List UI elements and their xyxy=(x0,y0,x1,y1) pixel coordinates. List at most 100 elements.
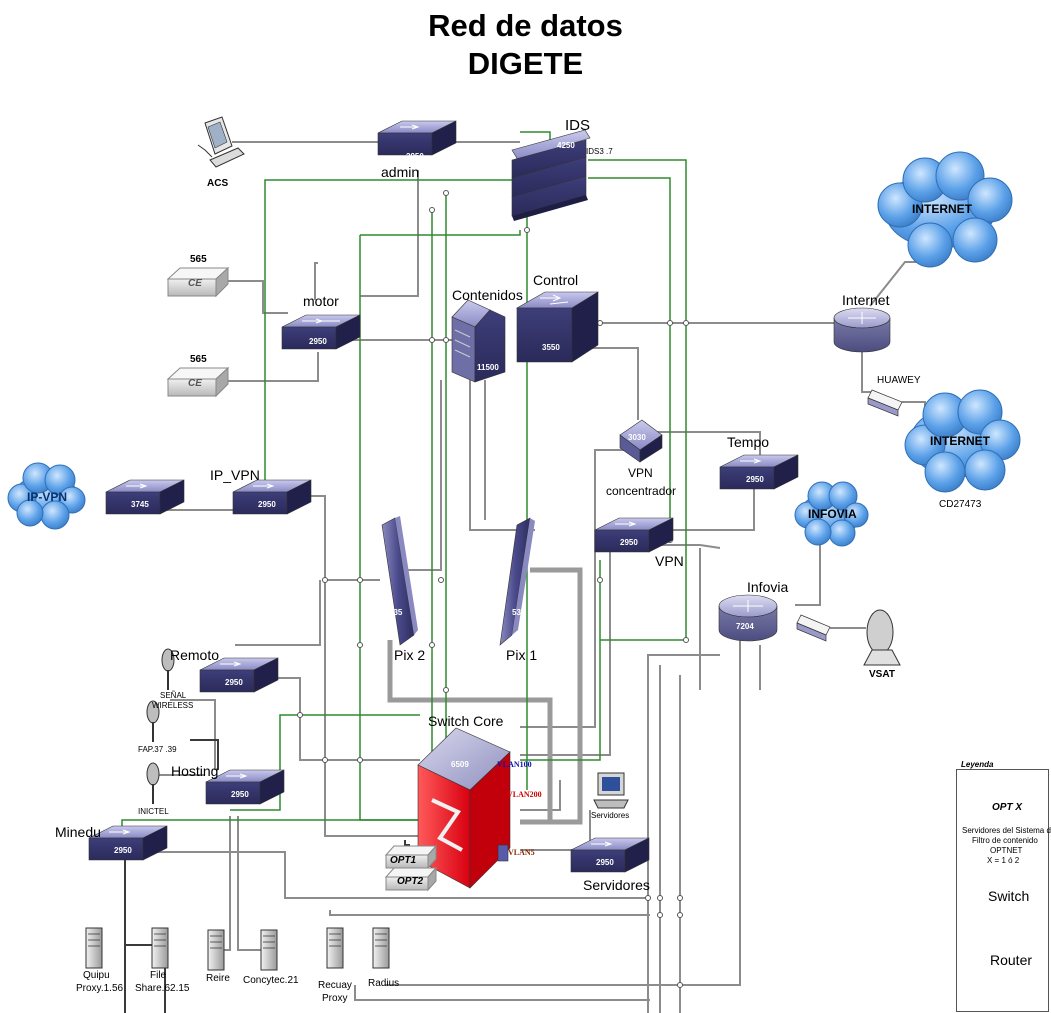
recuay-line1: Recuay xyxy=(318,980,352,991)
file-server xyxy=(151,927,169,969)
servidores-pc-label: Servidores xyxy=(591,811,630,820)
vpn-concentrator-label2: concentrador xyxy=(606,484,677,498)
vsat-modem xyxy=(796,614,831,642)
radius-server xyxy=(372,927,390,969)
opt1-box xyxy=(384,844,438,870)
admin-switch xyxy=(377,120,457,156)
inictel-label: INICTEL xyxy=(138,807,169,816)
legend-switch-label: Switch xyxy=(988,888,1030,904)
vpn-switch-label: VPN xyxy=(655,553,684,569)
pix2-label: Pix 2 xyxy=(394,647,426,663)
hosting-switch xyxy=(205,769,285,805)
pix1-label: Pix 1 xyxy=(506,647,538,663)
diagram-title-line1: Red de datos xyxy=(428,8,623,43)
acs-computer xyxy=(197,116,245,168)
tempo-model: 2950 xyxy=(746,475,764,484)
legend-box: Leyenda xyxy=(956,760,1049,1012)
ce2-model: 565 xyxy=(190,354,207,365)
tempo-switch xyxy=(719,454,799,490)
hosting-model: 2950 xyxy=(231,790,249,799)
infovia-router-label: Infovia xyxy=(747,579,789,595)
minedu-model: 2950 xyxy=(114,846,132,855)
vpn-switch xyxy=(594,517,674,553)
servidores-switch-model: 2950 xyxy=(596,858,614,867)
internet-router-label: Internet xyxy=(842,292,890,308)
vsat-label: VSAT xyxy=(869,669,895,680)
quipu-line2: Proxy.1.56 xyxy=(76,983,124,994)
ip-vpn-switch xyxy=(232,479,312,515)
motor-switch xyxy=(281,314,361,350)
vlan200-label: VLAN200 xyxy=(507,790,542,799)
ip-vpn-cloud xyxy=(7,462,86,530)
ip-vpn-cloud-text: IP-VPN xyxy=(27,490,68,504)
vpn-concentrator-label1: VPN xyxy=(628,466,653,480)
servidores-computer xyxy=(593,772,629,809)
links-green xyxy=(121,131,687,836)
internet-cloud-bottom xyxy=(904,389,1021,493)
infovia-cloud-text: INFOVIA xyxy=(808,507,857,521)
ce2-text: CE xyxy=(188,378,202,389)
ids-model: 4250 xyxy=(557,141,575,150)
switch-core-label: Switch Core xyxy=(428,713,504,729)
vlan100-label: VLAN100 xyxy=(497,760,532,769)
ce-box-1 xyxy=(166,266,230,298)
remoto-antenna xyxy=(161,648,175,690)
contenidos-label: Contenidos xyxy=(452,287,523,303)
servidores-switch-label: Servidores xyxy=(583,877,650,893)
ce1-model: 565 xyxy=(190,254,207,265)
admin-label: admin xyxy=(381,164,420,180)
motor-model: 2950 xyxy=(309,337,327,346)
internet-cloud-1-text: INTERNET xyxy=(912,202,972,216)
ids-sub: IDS3 .7 xyxy=(586,147,613,156)
pix1-firewall xyxy=(499,517,535,646)
minedu-switch xyxy=(88,825,168,861)
router-3745-model: 3745 xyxy=(131,500,149,509)
remoto-model: 2950 xyxy=(225,678,243,687)
huawey-modem xyxy=(867,389,903,417)
opt2-text: OPT2 xyxy=(397,876,424,887)
opt2-box xyxy=(384,866,438,892)
reire-server xyxy=(207,929,225,971)
opt1-text: OPT1 xyxy=(390,855,417,866)
ids-appliance xyxy=(511,129,591,221)
radius-label: Radius xyxy=(368,978,400,989)
minedu-label: Minedu xyxy=(55,824,101,840)
remoto-label: Remoto xyxy=(170,647,220,663)
legend-opt-desc-1: Servidores del Sistema de xyxy=(962,826,1051,835)
ip-vpn-model: 2950 xyxy=(258,500,276,509)
admin-model: 2950 xyxy=(406,152,424,161)
legend-opt-desc-3: OPTNET xyxy=(990,846,1023,855)
ce1-text: CE xyxy=(188,278,202,289)
vsat-dish xyxy=(863,609,901,666)
tempo-label: Tempo xyxy=(727,434,770,450)
motor-label: motor xyxy=(303,293,339,309)
quipu-line1: Quipu xyxy=(83,970,110,981)
huawey-label: HUAWEY xyxy=(877,375,921,386)
vpn-concentrator xyxy=(619,419,663,463)
recuay-server xyxy=(326,927,344,969)
infovia-router-model: 7204 xyxy=(736,622,754,631)
infovia-cloud xyxy=(794,481,869,547)
recuay-line2: Proxy xyxy=(322,993,348,1004)
file-line1: File xyxy=(150,970,167,981)
links-dark xyxy=(124,739,410,1013)
control-model: 3550 xyxy=(542,343,560,352)
fap-antenna xyxy=(146,700,160,742)
legend-opt-desc-4: X = 1 ó 2 xyxy=(987,856,1020,865)
control-switch xyxy=(515,291,600,363)
concytec-server xyxy=(260,929,278,971)
ip-vpn-label: IP_VPN xyxy=(210,467,260,483)
internet-cloud-2-sub: CD27473 xyxy=(939,499,982,510)
legend-opt-desc-2: Filtro de contenido xyxy=(972,836,1038,845)
legend-opt-text: OPT X xyxy=(992,802,1023,813)
vpn-concentrator-model: 3030 xyxy=(628,433,646,442)
legend-header: Leyenda xyxy=(959,760,996,769)
ce-box-2 xyxy=(166,366,230,398)
vlan5-label: VLAN5 xyxy=(508,848,535,857)
fap-label: FAP.37 .39 xyxy=(138,745,177,754)
file-line2: Share.62.15 xyxy=(135,983,190,994)
pix2-model: 535 xyxy=(389,608,403,617)
vpn-switch-model: 2950 xyxy=(620,538,638,547)
